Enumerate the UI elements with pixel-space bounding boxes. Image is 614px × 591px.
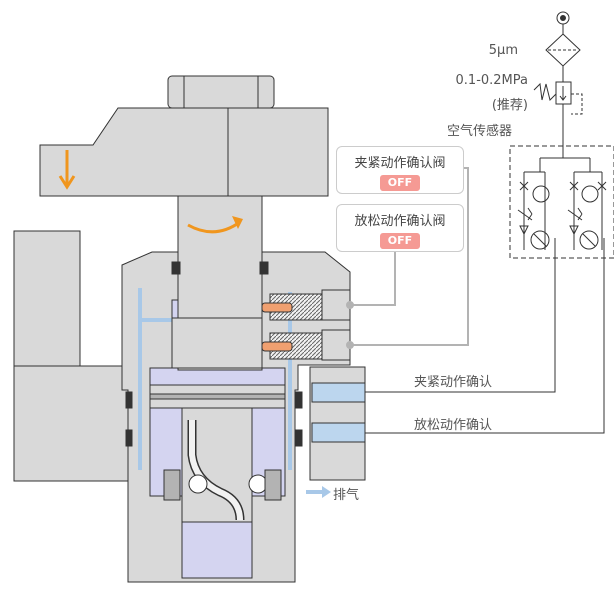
valve-plunger-release [261,341,293,352]
ball-holder-right [264,469,282,501]
exhaust-arrow-head [322,486,331,498]
piston-seal [149,393,286,400]
cylinder-body [13,75,366,583]
air-sensor-label: 空气传感器 [447,124,513,139]
pressure-label: 0.1-0.2MPa [455,73,528,88]
valve-state-badge-clamp: OFF [380,175,420,191]
valve-leader-lines [346,167,469,349]
valve-title-release: 放松动作确认阀 [354,214,446,229]
sensor-disc-2 [581,185,599,203]
shaft-neck [171,317,263,369]
clamp-confirm-label: 夹紧动作确认 [414,375,493,390]
seal-a [125,391,133,409]
seal-b [125,429,133,447]
hex-nut [167,75,275,109]
filter-label: 5μm [488,43,518,58]
valve-box-clamp: 夹紧动作确认阀 OFF [336,146,464,194]
valve-title-clamp: 夹紧动作确认阀 [354,156,446,171]
pressure-gauge-2 [579,230,599,250]
rotate-arrow-head [232,216,243,229]
shaft-seal-right [259,261,269,275]
release-confirm-label: 放松动作确认 [414,418,493,433]
valve-plunger-clamp [261,302,293,313]
guide-ball-left [188,474,208,494]
guide-ball-right [248,474,268,494]
seal-d [295,429,303,447]
rotate-arrow-icon [187,220,241,234]
signal-lines [365,238,605,434]
valve-box-release: 放松动作确认阀 OFF [336,204,464,252]
cam-groove-inner [189,420,243,521]
down-arrow-icon [58,150,76,190]
sensor-valves [261,289,351,361]
port-release [311,422,366,443]
pressure-gauge-1 [530,230,550,250]
sensor-disc-1 [532,185,550,203]
ball-holder-left [163,469,181,501]
left-mount-lower [13,365,129,482]
port-clamp [311,382,366,403]
bottom-chamber [181,521,253,579]
valve-body-release [321,329,351,361]
air-sensor-box [509,145,614,259]
pressure-recommend-label: (推荐) [491,98,528,113]
shaft-seal-left [171,261,181,275]
exhaust-label: 排气 [333,488,360,503]
clamp-arm [39,107,329,197]
seal-c [295,391,303,409]
valve-state-badge-release: OFF [380,233,420,249]
pneumatic-schematic [509,11,614,259]
valve-body-clamp [321,289,351,321]
